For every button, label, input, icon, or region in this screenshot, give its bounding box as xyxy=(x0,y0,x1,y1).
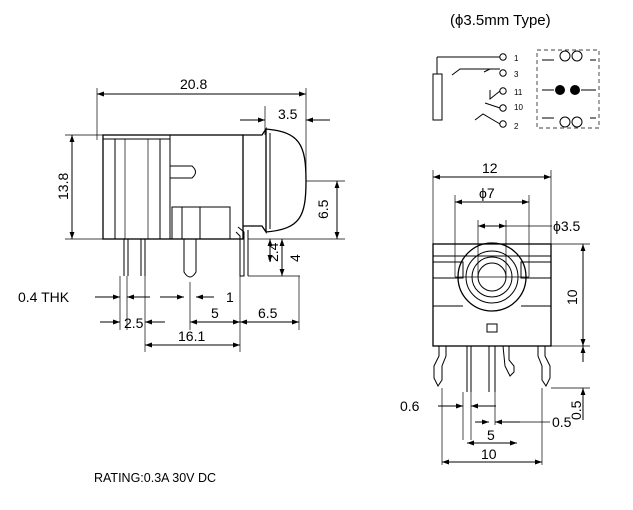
dim-pin-spacing-a: 2.5 xyxy=(124,315,144,331)
front-view: 12 ϕ7 ϕ3.5 10 0.5 0.6 0.5 5 10 xyxy=(400,160,590,465)
side-body xyxy=(102,134,244,240)
dim-front-height: 10 xyxy=(564,289,580,305)
dim-pin-length-b: 4 xyxy=(287,254,303,262)
dim-pin-offset: 0.5 xyxy=(568,400,584,420)
pin-label-10: 10 xyxy=(514,103,523,112)
dim-pin-thickness: 0.6 xyxy=(400,398,420,414)
dim-thickness: 0.4 THK xyxy=(18,289,70,305)
dim-nose-length: 3.5 xyxy=(278,106,298,122)
dim-overall-length: 20.8 xyxy=(180,76,207,92)
type-title: (ϕ3.5mm Type) xyxy=(450,12,551,29)
pad-box xyxy=(536,49,600,129)
plug-symbol xyxy=(432,73,443,121)
pin-label-1: 1 xyxy=(514,54,519,63)
dim-pin-length-a: 2.4 xyxy=(265,242,281,262)
dim-hole: ϕ3.5 xyxy=(553,218,581,234)
side-view: 20.8 3.5 13.8 6.5 2.4 4 0.4 THK 1 2.5 5 … xyxy=(18,76,345,352)
front-body xyxy=(432,243,552,347)
dim-front-width: 12 xyxy=(482,160,498,176)
dim-front-pin-spacing: 5 xyxy=(487,427,495,443)
dim-bore: ϕ7 xyxy=(479,185,495,201)
dim-pin-spacing-b: 5 xyxy=(211,305,219,321)
dim-pin-spacing-d: 6.5 xyxy=(258,305,278,321)
dim-height: 13.8 xyxy=(55,173,71,200)
pin-label-11: 11 xyxy=(514,88,523,97)
dim-base-length: 16.1 xyxy=(178,328,205,344)
schematic: 1 3 11 10 2 xyxy=(432,49,600,131)
dim-pin-width: 0.5 xyxy=(552,414,572,430)
rating-label: RATING:0.3A 30V DC xyxy=(94,471,216,485)
dim-front-base-width: 10 xyxy=(481,446,497,462)
dim-center-height: 6.5 xyxy=(315,199,331,219)
pin-label-2: 2 xyxy=(514,122,519,131)
dim-pin-spacing-c: 1 xyxy=(226,289,234,305)
pin-label-3: 3 xyxy=(514,70,519,79)
